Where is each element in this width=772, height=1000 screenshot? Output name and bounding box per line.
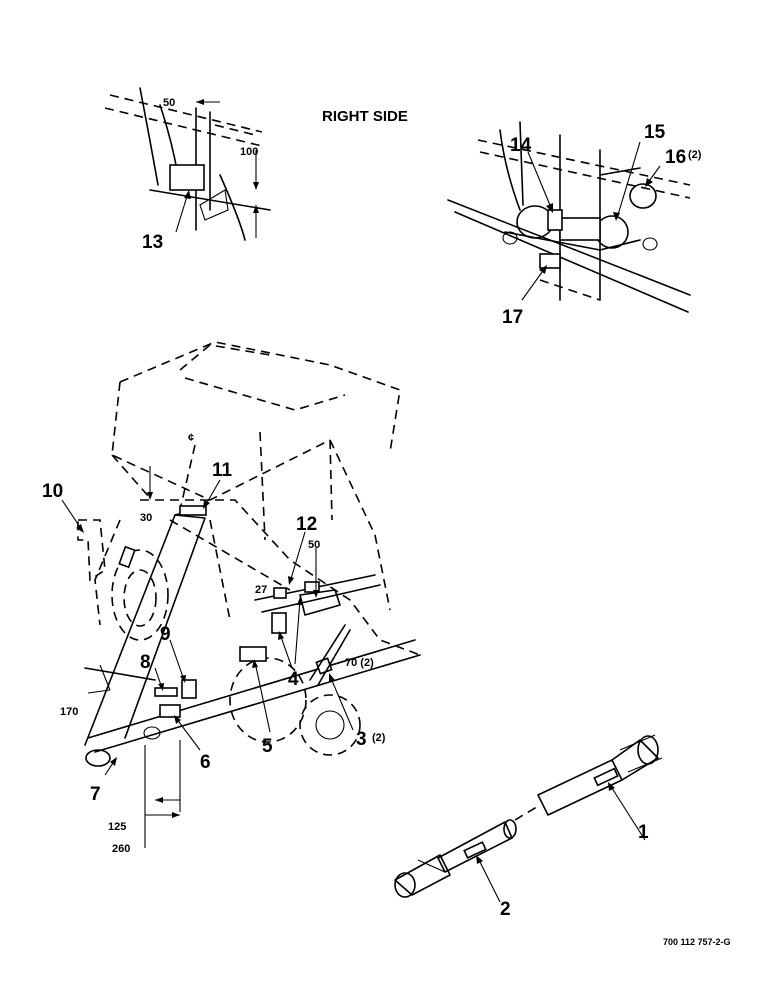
dimension-260: 260: [112, 843, 130, 855]
callout-3: 3: [356, 729, 367, 750]
callout-13: 13: [142, 232, 163, 253]
figure-number: 700 112 757-2-G: [663, 937, 731, 947]
decal-13-shape: [169, 164, 205, 191]
callout-3-quantity: (2): [372, 732, 386, 744]
callout-1: 1: [638, 822, 649, 843]
baler-main-view: ¢: [42, 341, 421, 855]
dimension-170: 170: [60, 706, 78, 718]
detail-decals-14-17: 14 15 16 (2) 17: [447, 121, 702, 328]
decal-14-shape: [547, 209, 563, 231]
callout-6: 6: [200, 752, 211, 773]
callout-16: 16: [665, 147, 686, 168]
centerline-icon: ¢: [188, 432, 194, 444]
dimension-70: 70 (2): [345, 657, 374, 669]
decal-8-shape: [154, 687, 178, 697]
decal-2-shape: [463, 841, 487, 859]
callout-10: 10: [42, 481, 63, 502]
callout-2: 2: [500, 899, 511, 920]
decal-12-shape: [273, 587, 287, 599]
callout-11: 11: [212, 460, 233, 481]
dimension-50-top: 50: [163, 97, 175, 109]
dimension-100: 100: [240, 146, 258, 158]
decal-1-shape: [593, 767, 619, 787]
callout-8: 8: [140, 652, 151, 673]
callout-12: 12: [296, 514, 317, 535]
right-side-heading: RIGHT SIDE: [322, 108, 408, 125]
pto-driveline: 1 2: [394, 734, 663, 920]
dimension-30: 30: [140, 512, 152, 524]
callout-7: 7: [90, 784, 101, 805]
dimension-125: 125: [108, 821, 126, 833]
decal-6-shape: [159, 704, 181, 718]
dimension-27: 27: [255, 584, 267, 596]
dimension-50-right: 50: [308, 539, 320, 551]
decal-4-shape: [271, 612, 287, 634]
callout-14: 14: [510, 135, 532, 156]
decal-5-shape: [239, 646, 267, 662]
callout-4: 4: [288, 669, 299, 690]
decal-9-shape: [181, 679, 197, 699]
callout-17: 17: [502, 307, 523, 328]
detail-decal-13: 50 100 13: [104, 87, 271, 253]
callout-16-quantity: (2): [688, 149, 702, 161]
decal-11-shape: [179, 505, 207, 516]
callout-5: 5: [262, 736, 273, 757]
callout-9: 9: [160, 624, 171, 645]
decal-17-shape: [539, 253, 561, 269]
callout-15: 15: [644, 122, 666, 143]
